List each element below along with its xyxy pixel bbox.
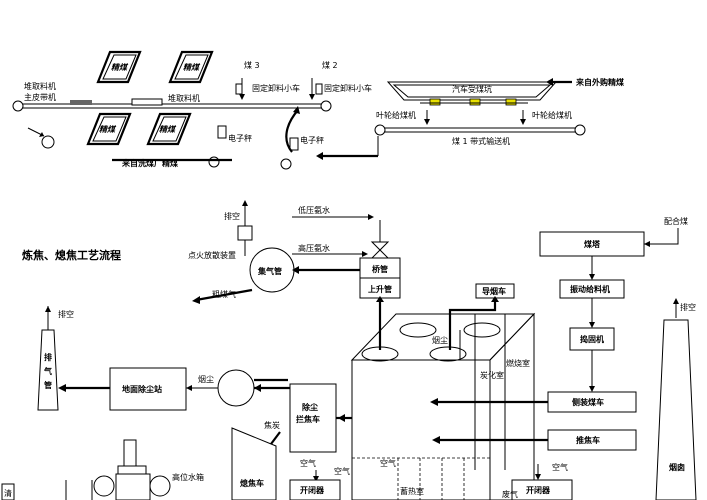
diagram-title: 炼焦、熄焦工艺流程 (22, 248, 121, 262)
switcher-right (511, 479, 573, 500)
gas-collector-label: 集气管 (257, 266, 282, 276)
belt-pulley-left (12, 100, 24, 112)
belt-pulley-right (320, 100, 332, 112)
coke-label: 焦炭 (264, 420, 280, 430)
air-label-2: 空气 (334, 466, 350, 476)
impeller-feeder-left: 叶轮给煤机 (376, 110, 416, 120)
scale-pulley-1 (208, 156, 220, 168)
tamping-machine-label: 捣固机 (580, 334, 604, 344)
switcher-left-label: 开闭器 (300, 485, 325, 495)
dedust-fan (217, 369, 255, 407)
air-label-3: 空气 (380, 458, 396, 468)
svg-text:精煤: 精煤 (111, 62, 129, 72)
from-outside-label: 来自外购精煤 (575, 77, 624, 87)
coal-pile-1: 精煤 (96, 50, 142, 84)
waste-gas-label: 废气 (502, 489, 518, 499)
coal1-belt-label: 煤 1 带式输送机 (452, 136, 510, 146)
truck-hopper-label: 汽车受煤坑 (452, 84, 492, 94)
riser-pipe-label: 上升管 (368, 284, 392, 294)
vent-top-label: 排空 (224, 211, 240, 221)
high-water-tank-label: 高位水箱 (172, 472, 204, 482)
vent-left-label: 排空 (58, 309, 74, 319)
quench-car (231, 427, 277, 500)
vent-right-label: 排空 (680, 302, 696, 312)
svg-text:精煤: 精煤 (159, 124, 177, 134)
mixing-coal-label: 配合煤 (664, 216, 688, 226)
charging-hole-3 (361, 346, 399, 362)
ignition-device (237, 225, 253, 241)
dedust-coke-guide-label-1: 除尘 (302, 402, 318, 412)
ground-dedust-label: 地面除尘站 (122, 384, 162, 394)
coal-charging-chain: 配合煤 煤塔 振动给料机 捣固机 侧装煤车 推焦车 排空 烟囱 空气 (430, 216, 697, 500)
ignition-label: 点火放散装置 (188, 250, 236, 260)
charging-hole-2 (463, 322, 501, 338)
electronic-scale-2 (289, 137, 299, 151)
svg-text:精煤: 精煤 (183, 62, 201, 72)
charging-hole-4 (429, 346, 467, 362)
dedust-coke-guide-label-2: 拦焦车 (296, 414, 320, 424)
vibrating-feeder-label: 振动给料机 (570, 284, 610, 294)
pulley-lower-left (41, 135, 55, 149)
coal-pile-3: 精煤 (86, 112, 132, 146)
scale-pulley-2 (280, 158, 292, 170)
high-pressure-ammonia-label: 高压氨水 (298, 243, 330, 253)
dust2-label: 烟尘 (198, 374, 214, 384)
coal-yard-section: 堆取料机 主皮带机 堆取料机 精煤 精煤 精煤 精煤 煤 3 煤 2 (12, 50, 624, 170)
electronic-scale-2-label: 电子秤 (300, 135, 324, 145)
electronic-scale-1-label: 电子秤 (228, 133, 252, 143)
coal-tower-label: 煤塔 (584, 239, 601, 249)
switcher-right-label: 开闭器 (526, 485, 551, 495)
reclaimer-unit-1 (70, 100, 92, 105)
chimney-label: 烟囱 (669, 462, 685, 472)
impeller-feeder-right: 叶轮给煤机 (532, 110, 572, 120)
fixed-unloader-car-1: 固定卸料小车 (252, 83, 300, 93)
exhaust-pipe (37, 329, 59, 411)
fixed-unloader-car-2: 固定卸料小车 (324, 83, 372, 93)
charging-hole-1 (399, 322, 437, 338)
coal-pile-4: 精煤 (146, 112, 192, 146)
coal1-pulley-right (574, 124, 586, 136)
dedust-quench-section: 排空 排 气 管 地面除尘站 烟尘 除尘 拦焦车 焦炭 熄焦车 高位水箱 (1, 306, 396, 500)
combustion-chamber-label: 燃烧室 (506, 358, 530, 368)
regenerator-label: 蓄热室 (400, 486, 424, 496)
bridge-pipe-label: 桥管 (372, 264, 388, 274)
coal2-label: 煤 2 (322, 60, 338, 70)
low-pressure-ammonia-label: 低压氨水 (298, 205, 330, 215)
stacker-reclaimer-label: 堆取料机 (24, 81, 56, 91)
clean-label: 清 (4, 488, 12, 498)
coal-pile-2: 精煤 (168, 50, 214, 84)
carbonization-chamber-label: 炭化室 (480, 370, 504, 380)
quench-car-label: 熄焦车 (240, 478, 264, 488)
electronic-scale-1 (217, 125, 227, 139)
ground-dedust-station (109, 367, 187, 411)
main-belt-label: 主皮带机 (24, 92, 56, 102)
air-label-1: 空气 (300, 458, 316, 468)
coal1-pulley-left (374, 124, 386, 136)
dust-label: 烟尘 (432, 335, 448, 345)
coal-tower (539, 231, 645, 257)
reclaimer-unit-2 (131, 98, 163, 106)
chimney (655, 319, 697, 500)
svg-text:精煤: 精煤 (99, 124, 117, 134)
exhaust-pipe-label-2: 气 (43, 366, 52, 376)
coal3-label: 煤 3 (244, 60, 260, 70)
reclaimer-label: 堆取料机 (168, 93, 200, 103)
smoke-guide-car-label: 导烟车 (482, 286, 506, 296)
switcher-left (289, 479, 341, 500)
from-washery-label: 来自洗煤厂精煤 (121, 158, 178, 168)
truck-hopper (386, 81, 558, 101)
exhaust-pipe-label-3: 管 (44, 380, 52, 390)
coke-oven-battery: 烟尘 导烟车 炭化室 燃烧室 蓄热室 (350, 283, 536, 500)
exhaust-pipe-label: 排 (44, 352, 52, 362)
side-charging-car-label: 侧装煤车 (572, 397, 604, 407)
gas-collection-section: 排空 点火放散装置 集气管 粗煤气 低压氨水 高压氨水 桥管 上升管 (188, 200, 401, 350)
pusher-car-label: 推焦车 (576, 435, 600, 445)
dedust-coke-guide-car (289, 383, 337, 453)
air-label-4: 空气 (552, 462, 568, 472)
